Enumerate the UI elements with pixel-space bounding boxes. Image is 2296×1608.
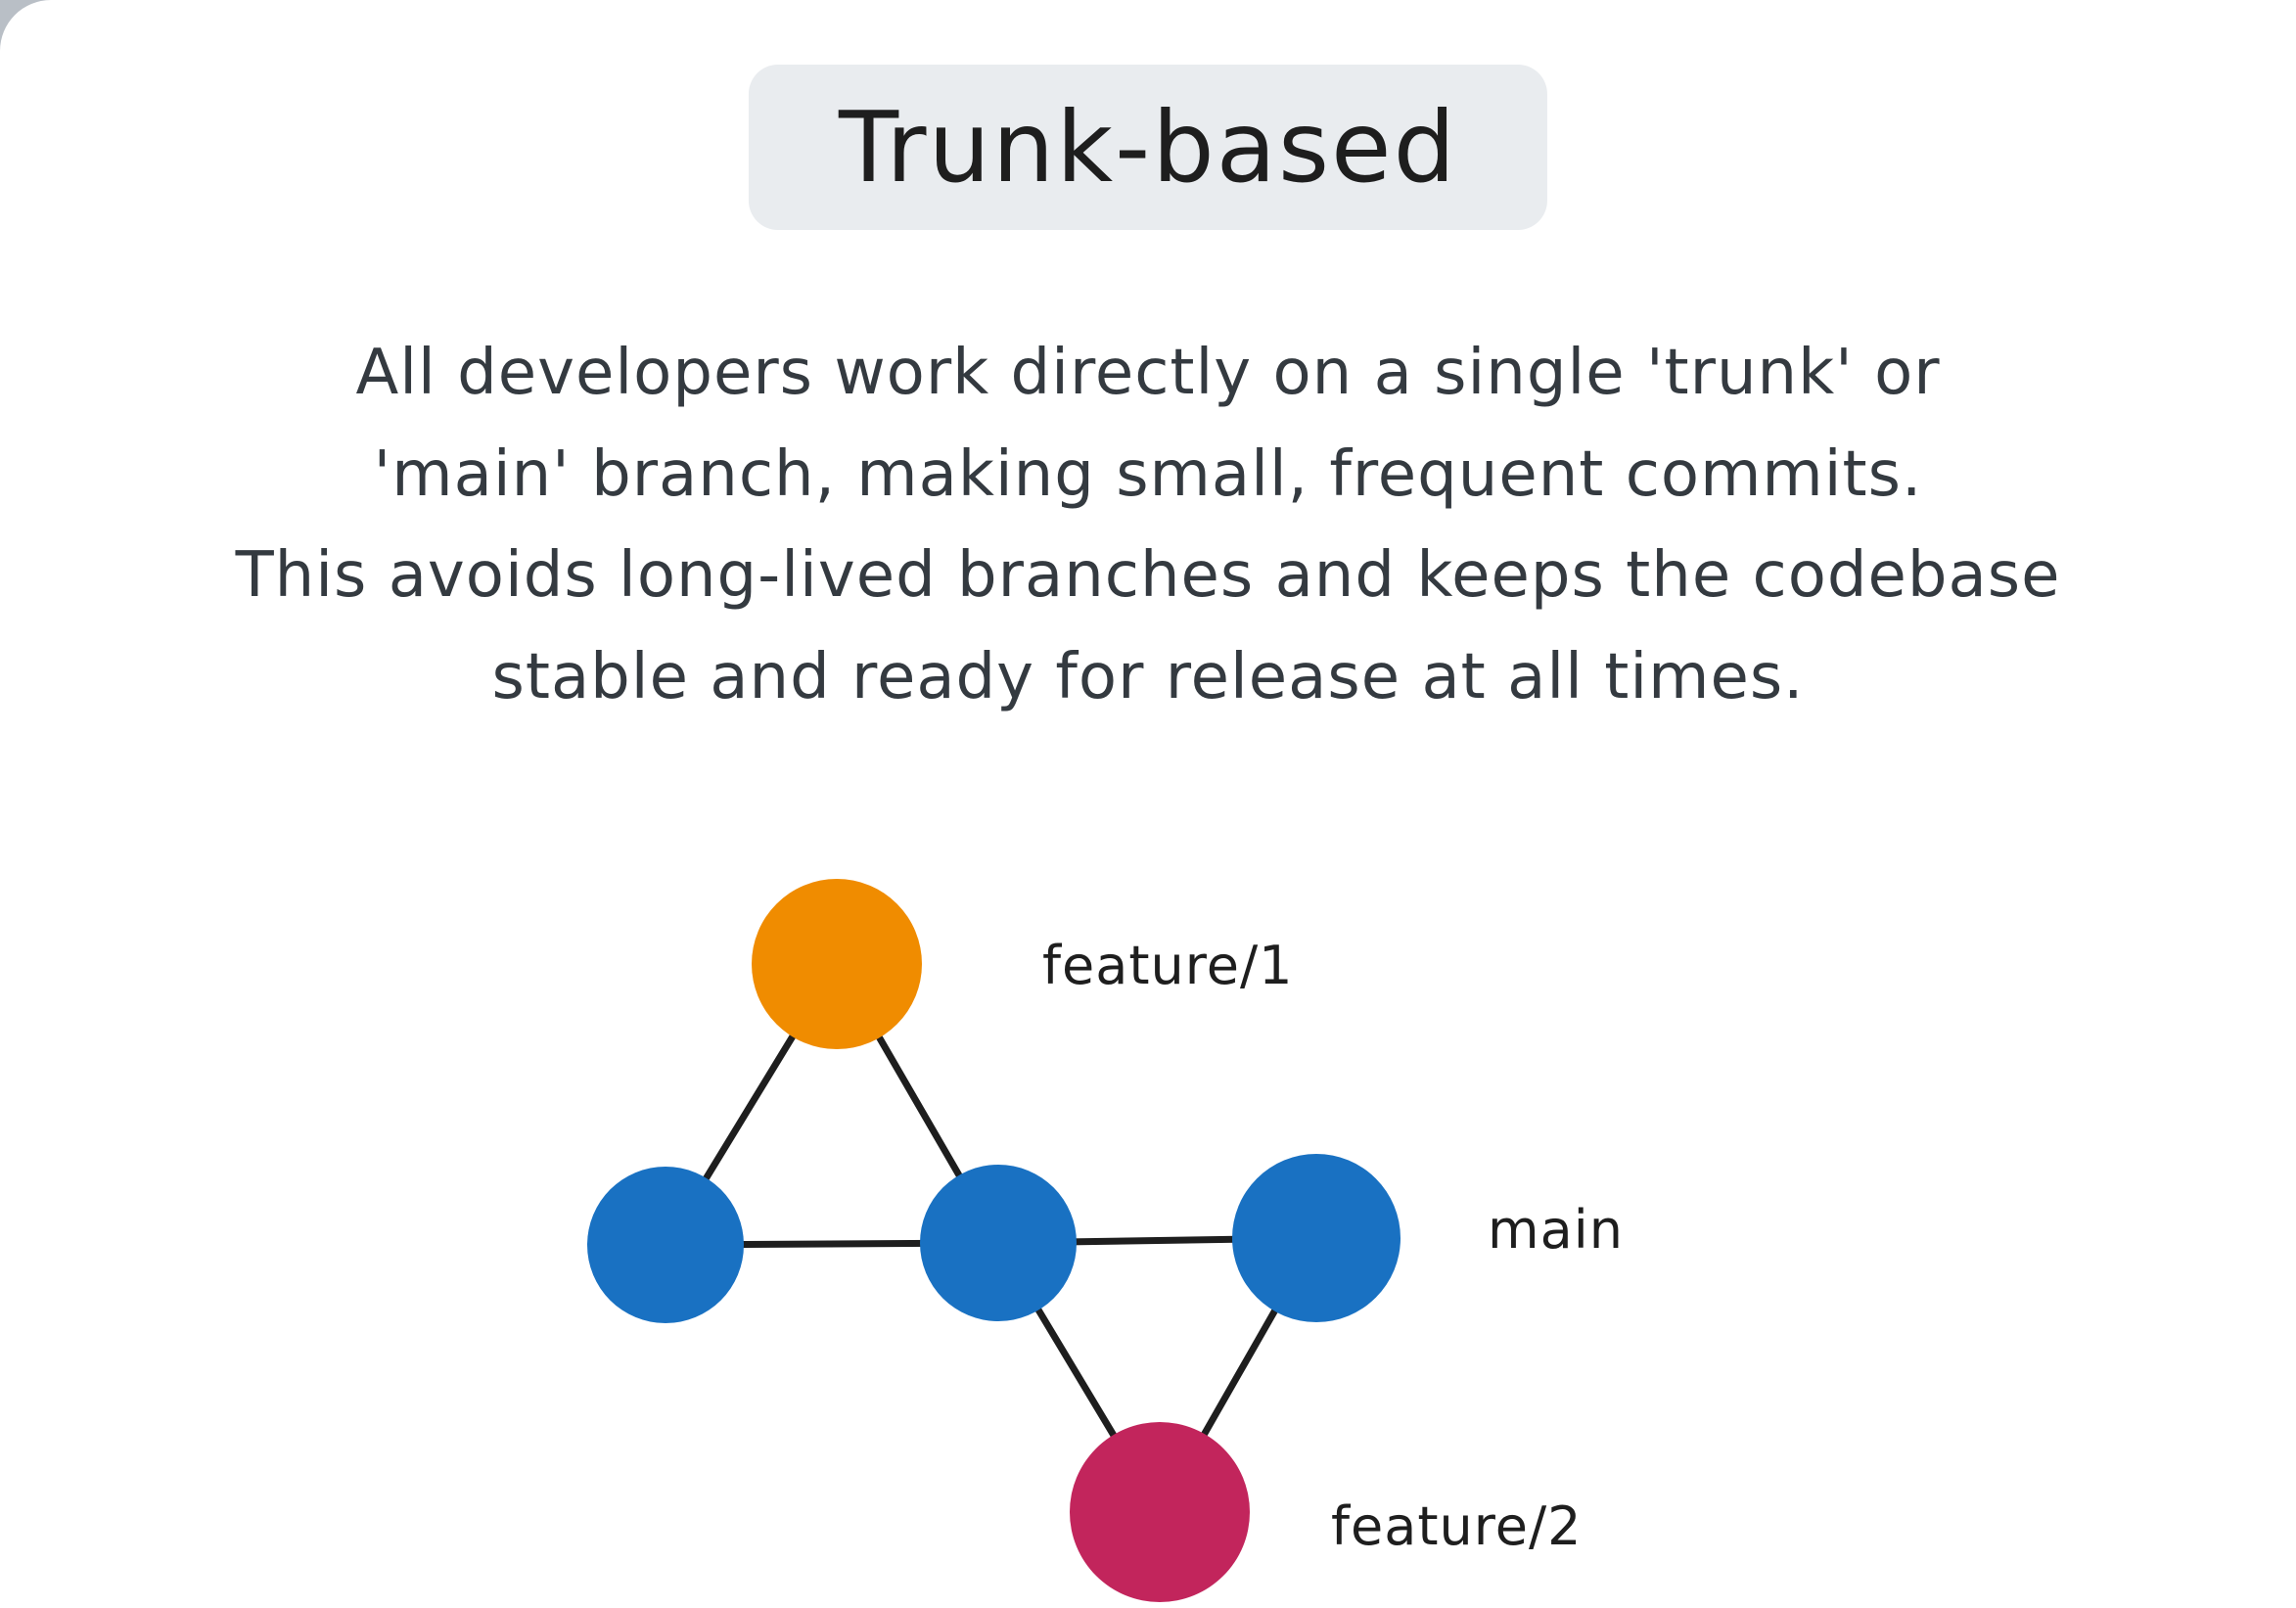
description-line: This avoids long-lived branches and keep… bbox=[235, 539, 2061, 613]
page-title: Trunk-based bbox=[838, 90, 1458, 205]
main-commit-3-node bbox=[1232, 1154, 1401, 1322]
description-line: 'main' branch, making small, frequent co… bbox=[373, 437, 1923, 511]
main-commit-2-node bbox=[920, 1165, 1077, 1321]
description-line: stable and ready for release at all time… bbox=[491, 641, 1805, 714]
feature2-label: feature/2 bbox=[1331, 1495, 1583, 1557]
feature2-commit-node bbox=[1070, 1422, 1250, 1602]
title-pill: Trunk-based bbox=[748, 65, 1548, 230]
main-label: main bbox=[1488, 1199, 1624, 1261]
feature1-label: feature/1 bbox=[1042, 935, 1294, 996]
feature1-commit-node bbox=[752, 879, 922, 1049]
main-commit-1-node bbox=[587, 1167, 744, 1323]
description-line: All developers work directly on a single… bbox=[355, 337, 1941, 409]
description-text: All developers work directly on a single… bbox=[0, 323, 2296, 729]
